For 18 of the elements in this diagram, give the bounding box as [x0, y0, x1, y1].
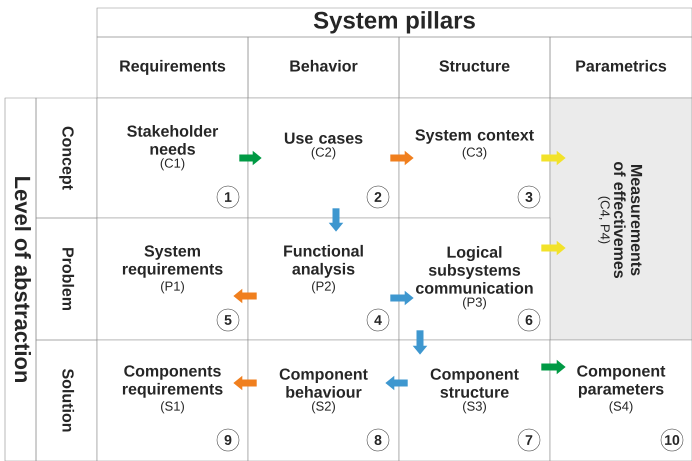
- matrix-cell: Logical subsystems communication (P3) 6: [398, 218, 550, 340]
- matrix-cell: Measurements of effectivemes (C4, P4): [550, 98, 692, 340]
- node-label: (S2): [312, 401, 335, 414]
- node-label: (S3): [463, 401, 486, 414]
- header-cell: Level of abstraction: [4, 98, 36, 461]
- matrix-cell: Functional analysis (P2) 4: [248, 218, 400, 340]
- matrix-cell: System requirements (P1) 5: [96, 218, 248, 340]
- matrix-cell: Components requirements (S1) 9: [96, 340, 248, 461]
- node-label: Component structure: [430, 368, 519, 398]
- matrix-cell: Component parameters (S4) 10: [550, 340, 692, 461]
- matrix-cell: Component behaviour (S2) 8: [248, 340, 400, 461]
- node-label: Component behaviour: [280, 368, 368, 398]
- header-cell: System pillars: [96, 8, 692, 38]
- header-cell: Parametrics: [550, 36, 692, 98]
- matrix-cell: Component structure (S3) 7: [398, 340, 550, 461]
- matrix-cell: Stakeholder needs (C1) 1: [96, 98, 248, 218]
- matrix-cell: Use cases (C2) 2: [248, 98, 400, 218]
- matrix-cell: System context (C3) 3: [398, 98, 550, 218]
